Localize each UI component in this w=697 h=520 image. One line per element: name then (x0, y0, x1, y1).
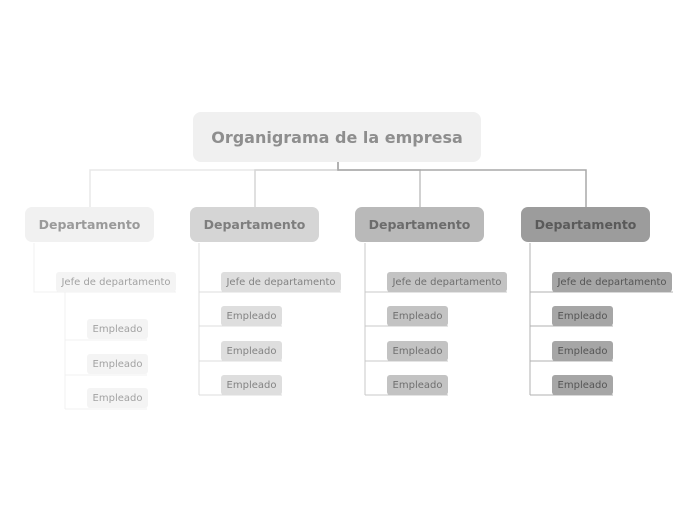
employee-node-3-3[interactable]: Empleado (387, 375, 448, 395)
department-node-3[interactable]: Departamento (355, 207, 484, 242)
head-node-1[interactable]: Jefe de departamento (56, 272, 176, 292)
connector-root-dept-1 (89, 162, 339, 207)
connector-root-dept-3 (337, 162, 421, 207)
employee-node-1-3[interactable]: Empleado (87, 388, 148, 408)
department-node-1[interactable]: Departamento (25, 207, 154, 242)
department-node-2[interactable]: Departamento (190, 207, 319, 242)
connector-root-dept-4 (337, 162, 587, 207)
head-node-4[interactable]: Jefe de departamento (552, 272, 672, 292)
employee-node-4-2[interactable]: Empleado (552, 341, 613, 361)
employee-node-2-1[interactable]: Empleado (221, 306, 282, 326)
root-node-title[interactable]: Organigrama de la empresa (193, 112, 481, 162)
employee-node-2-2[interactable]: Empleado (221, 341, 282, 361)
employee-node-4-1[interactable]: Empleado (552, 306, 613, 326)
employee-node-4-3[interactable]: Empleado (552, 375, 613, 395)
employee-node-1-1[interactable]: Empleado (87, 319, 148, 339)
head-node-2[interactable]: Jefe de departamento (221, 272, 341, 292)
employee-node-2-3[interactable]: Empleado (221, 375, 282, 395)
head-node-3[interactable]: Jefe de departamento (387, 272, 507, 292)
connector-root-dept-2 (254, 162, 339, 207)
connector-col-1-head (33, 243, 176, 293)
department-node-4[interactable]: Departamento (521, 207, 650, 242)
employee-node-1-2[interactable]: Empleado (87, 354, 148, 374)
employee-node-3-1[interactable]: Empleado (387, 306, 448, 326)
employee-node-3-2[interactable]: Empleado (387, 341, 448, 361)
